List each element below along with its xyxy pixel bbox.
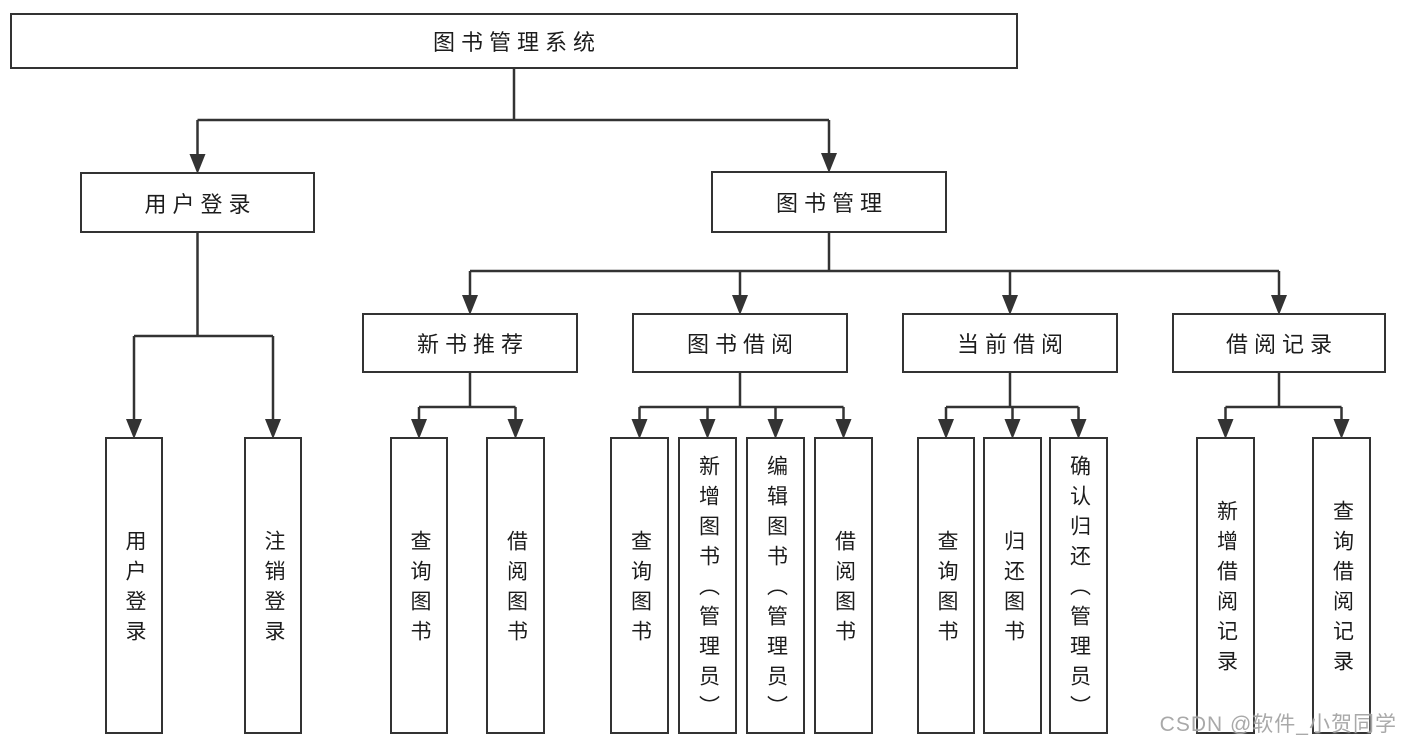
arrow-down-icon <box>126 419 142 439</box>
arrow-down-icon <box>1002 295 1018 315</box>
diagram-node-user-login: 用户登录 <box>80 172 315 233</box>
arrow-down-icon <box>1333 419 1350 439</box>
diagram-node-leaf-logout: 注销登录 <box>244 437 302 734</box>
diagram-node-cb-confirm-return: 确认归还（管理员） <box>1049 437 1108 734</box>
diagram-node-bb-query-books: 查询图书 <box>610 437 669 734</box>
arrow-down-icon <box>411 419 427 439</box>
diagram-node-borrowing-records: 借阅记录 <box>1172 313 1386 373</box>
arrow-down-icon <box>1217 419 1234 439</box>
arrow-down-icon <box>821 153 837 173</box>
diagram-node-new-book-recommend: 新书推荐 <box>362 313 578 373</box>
arrow-down-icon <box>462 295 478 315</box>
arrow-down-icon <box>1070 419 1087 439</box>
diagram-node-leaf-user-login: 用户登录 <box>105 437 163 734</box>
arrow-down-icon <box>767 419 784 439</box>
diagram-node-cb-return-books: 归还图书 <box>983 437 1042 734</box>
watermark: CSDN @软件_小贺同学 <box>1159 713 1397 736</box>
arrow-down-icon <box>189 154 206 174</box>
diagram-node-bb-borrow-books: 借阅图书 <box>814 437 873 734</box>
arrow-down-icon <box>835 419 852 439</box>
diagram-node-br-add-record: 新增借阅记录 <box>1196 437 1255 734</box>
arrow-down-icon <box>507 419 524 439</box>
diagram-node-current-borrowing: 当前借阅 <box>902 313 1118 373</box>
diagram-node-root: 图书管理系统 <box>10 13 1018 69</box>
diagram-node-book-borrowing: 图书借阅 <box>632 313 848 373</box>
arrow-down-icon <box>1271 295 1287 315</box>
arrow-down-icon <box>265 419 281 439</box>
diagram-node-br-query-record: 查询借阅记录 <box>1312 437 1371 734</box>
arrow-down-icon <box>631 419 648 439</box>
arrow-down-icon <box>938 419 954 439</box>
diagram-node-nb-borrow-books: 借阅图书 <box>486 437 545 734</box>
diagram-node-nb-query-books: 查询图书 <box>390 437 448 734</box>
diagram-node-bb-edit-books: 编辑图书（管理员） <box>746 437 805 734</box>
arrow-down-icon <box>732 295 748 315</box>
diagram-node-book-management: 图书管理 <box>711 171 947 233</box>
arrow-down-icon <box>1004 419 1021 439</box>
arrow-down-icon <box>699 419 716 439</box>
diagram-node-cb-query-books: 查询图书 <box>917 437 975 734</box>
diagram-node-bb-add-books: 新增图书（管理员） <box>678 437 737 734</box>
